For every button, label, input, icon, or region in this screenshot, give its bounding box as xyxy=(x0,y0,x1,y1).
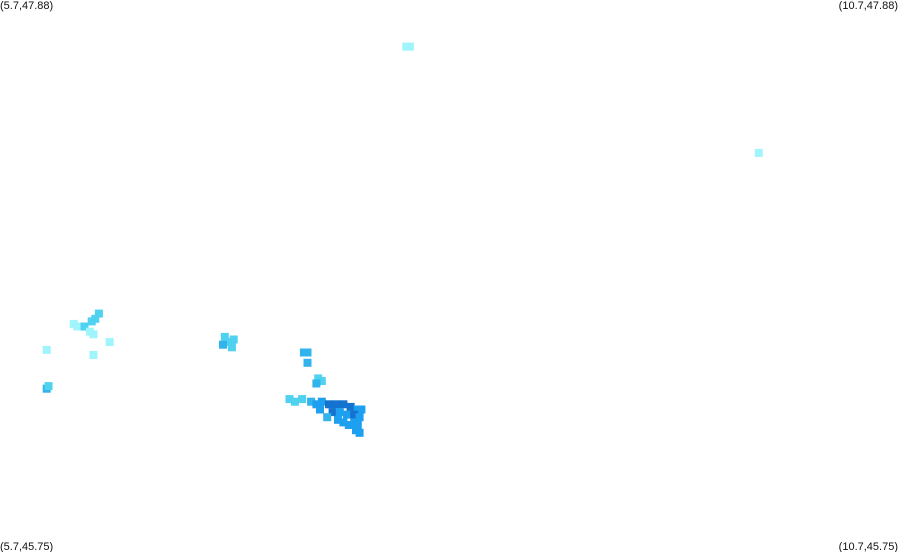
density-cell xyxy=(220,332,229,341)
density-cell xyxy=(303,348,312,357)
corner-label-bottom-left: (5.7,45.75) xyxy=(0,541,54,552)
density-cell xyxy=(344,421,353,429)
density-cell xyxy=(285,395,294,404)
density-cell xyxy=(105,338,114,347)
density-cell xyxy=(316,405,324,414)
density-cell xyxy=(350,410,359,419)
density-cell xyxy=(227,343,236,352)
density-cell xyxy=(317,377,326,385)
density-cell xyxy=(323,413,332,422)
density-cell xyxy=(335,408,344,417)
density-cell xyxy=(355,428,364,437)
density-cell xyxy=(89,330,98,339)
density-cell xyxy=(405,42,414,51)
corner-label-bottom-right: (10.7,45.75) xyxy=(838,541,898,552)
density-cell xyxy=(229,335,238,344)
density-cell xyxy=(87,317,96,326)
density-cell xyxy=(80,322,89,331)
density-cell xyxy=(343,410,351,419)
density-cell xyxy=(328,408,337,417)
density-cell xyxy=(219,340,227,349)
density-cell xyxy=(339,400,348,409)
density-cell xyxy=(325,400,333,409)
density-cell xyxy=(44,382,53,391)
density-cell xyxy=(73,322,82,331)
density-cell xyxy=(94,309,103,318)
density-cell xyxy=(339,418,348,427)
density-cell xyxy=(312,400,321,409)
density-cell xyxy=(303,358,312,367)
corner-label-top-left: (5.7,47.88) xyxy=(0,0,54,12)
density-cell xyxy=(357,405,366,414)
density-cell xyxy=(334,415,342,424)
density-cell xyxy=(89,351,98,359)
density-cell xyxy=(317,397,326,406)
density-cell xyxy=(332,400,341,409)
density-cell xyxy=(754,148,763,157)
density-cell xyxy=(290,397,299,406)
density-cell xyxy=(42,345,51,354)
density-cell xyxy=(307,397,316,406)
density-cell xyxy=(346,402,355,411)
density-cell xyxy=(355,413,364,422)
density-cell xyxy=(298,395,307,404)
density-cell xyxy=(312,379,321,388)
corner-label-top-right: (10.7,47.88) xyxy=(838,0,898,12)
density-cell xyxy=(353,421,362,429)
